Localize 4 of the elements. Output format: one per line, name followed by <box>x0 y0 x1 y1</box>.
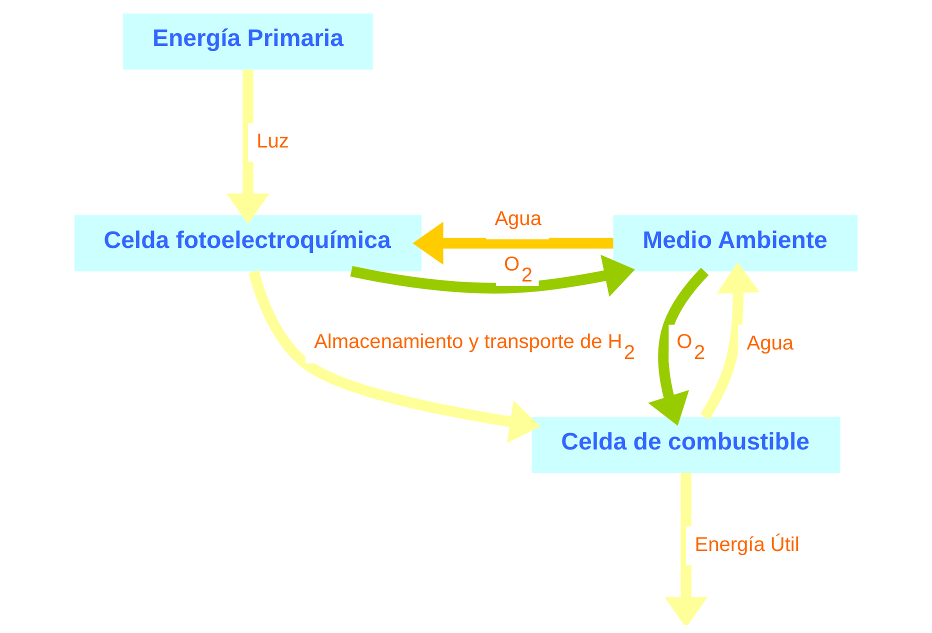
edge-label: Luz <box>256 130 289 153</box>
edge-label: Agua <box>494 208 542 230</box>
edge-label: Energía Útil <box>694 534 800 556</box>
edge-label: Agua <box>746 332 794 354</box>
